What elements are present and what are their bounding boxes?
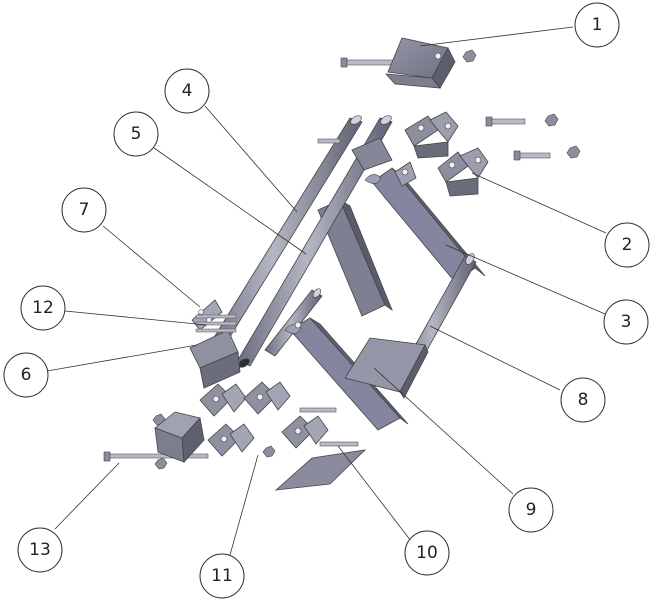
bottom-foot-plate (274, 449, 367, 491)
callout-10: 10 (404, 530, 450, 576)
callout-11-label: 11 (211, 566, 233, 586)
callout-7: 7 (61, 187, 107, 233)
short-middle-tube (264, 288, 323, 357)
part-3-upper-arm (364, 161, 486, 283)
part-5-long-tube (237, 115, 393, 368)
callout-12-label: 12 (32, 298, 54, 318)
callout-9: 9 (508, 487, 554, 533)
callout-13-label: 13 (29, 540, 51, 560)
part-6-mount-block (189, 299, 241, 389)
leader-lines (46, 26, 607, 556)
callout-1: 1 (574, 2, 620, 48)
callout-6: 6 (3, 352, 49, 398)
part-1-top-bracket (340, 37, 477, 89)
callout-7-label: 7 (79, 200, 90, 220)
callout-3: 3 (603, 299, 649, 345)
callout-4-label: 4 (182, 81, 193, 101)
part-13-front-bracket (103, 411, 209, 463)
callout-12: 12 (20, 285, 66, 331)
callout-6-label: 6 (21, 365, 32, 385)
callout-2: 2 (604, 222, 650, 268)
callout-11: 11 (199, 553, 245, 599)
callout-8: 8 (560, 377, 606, 423)
callout-9-label: 9 (526, 500, 537, 520)
callout-3-label: 3 (621, 312, 632, 332)
callout-8-label: 8 (578, 390, 589, 410)
front-clevis-group (152, 381, 359, 470)
callout-2-label: 2 (622, 235, 633, 255)
callout-5: 5 (113, 111, 159, 157)
callout-10-label: 10 (416, 543, 438, 563)
top-crossbar (317, 137, 393, 171)
part-2-pivot-brackets (404, 111, 581, 197)
callouts: 1 2 3 4 5 6 7 8 (3, 2, 650, 599)
lower-mount-plate (344, 337, 429, 399)
callout-1-label: 1 (592, 15, 603, 35)
callout-13: 13 (17, 527, 63, 573)
callout-5-label: 5 (131, 124, 142, 144)
callout-4: 4 (164, 68, 210, 114)
